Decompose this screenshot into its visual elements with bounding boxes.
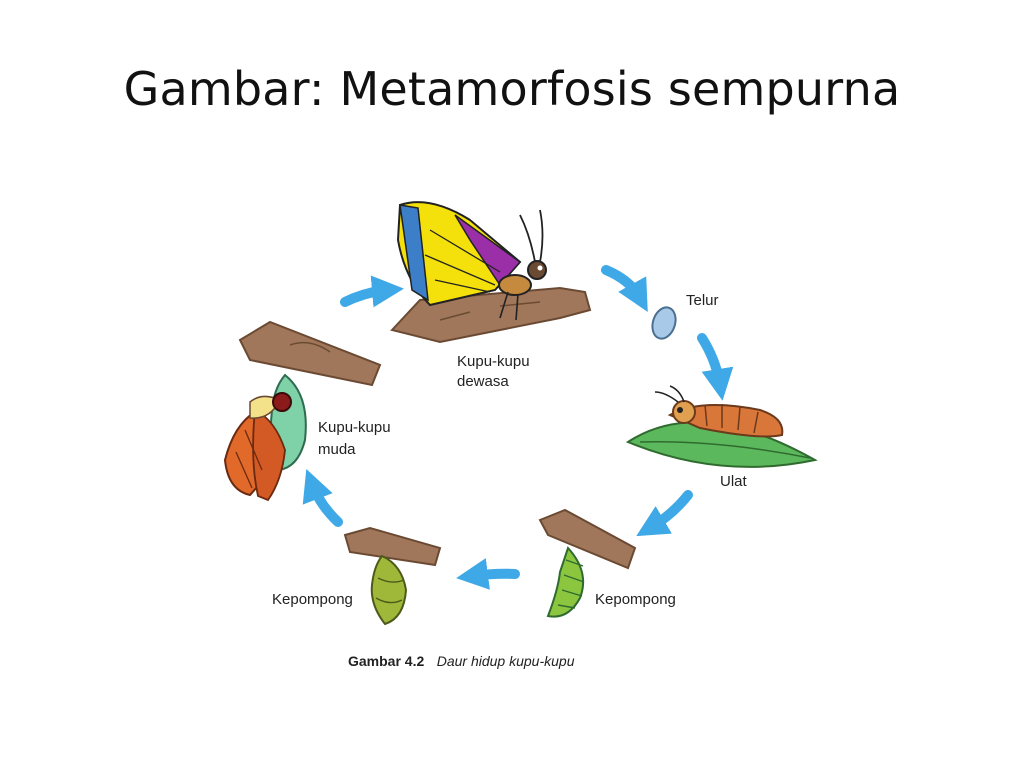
brown-pupa-illustration (370, 554, 408, 626)
egg-illustration (651, 306, 677, 340)
egg-label: Telur (686, 292, 719, 309)
young-label-line1: Kupu-kupu (318, 419, 391, 436)
arrow-pupa-to-pupa (456, 558, 520, 590)
pupa-green-label: Kepompong (595, 591, 676, 608)
young-butterfly-branch (238, 320, 382, 387)
arrow-larva-to-pupa (636, 490, 693, 537)
caption-text: Daur hidup kupu-kupu (437, 653, 575, 669)
slide-title: Gambar: Metamorfosis sempurna (123, 62, 901, 116)
green-pupa-branch (538, 508, 637, 570)
adult-butterfly-illustration (396, 201, 547, 321)
arrow-young-to-adult (340, 275, 404, 308)
caption-number: Gambar 4.2 (348, 653, 424, 669)
adult-label-line1: Kupu-kupu (457, 353, 530, 370)
figure-caption: Gambar 4.2 Daur hidup kupu-kupu (348, 653, 575, 670)
arrow-egg-to-larva (697, 333, 734, 401)
pupa-brown-label: Kepompong (272, 591, 353, 608)
adult-label-line2: dewasa (457, 373, 509, 390)
larva-label: Ulat (720, 473, 748, 490)
young-butterfly-illustration (223, 373, 307, 502)
arrow-pupa-to-young (302, 469, 343, 527)
caterpillar-leaf-illustration (625, 385, 818, 468)
brown-pupa-branch (343, 526, 442, 567)
green-pupa-illustration (546, 546, 585, 618)
arrow-adult-to-egg (601, 265, 648, 312)
young-label-line2: muda (318, 441, 356, 458)
